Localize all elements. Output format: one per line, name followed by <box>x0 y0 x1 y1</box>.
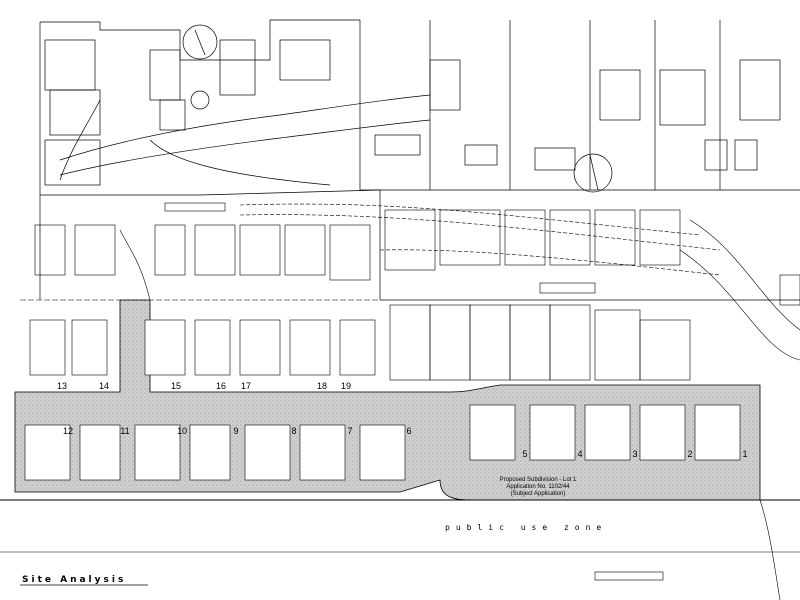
existing-neighbourhood <box>39 19 800 301</box>
east-lots <box>469 404 741 461</box>
lot-number-5: 5 <box>522 449 527 459</box>
lot-number-13: 13 <box>57 381 67 391</box>
site-boundary <box>0 299 800 600</box>
drawing-title: Site Analysis <box>22 575 126 585</box>
lot-number-8: 8 <box>291 426 296 436</box>
east-lot-numbers: 5 4 3 2 1 <box>522 449 747 459</box>
proposed-label-line1: Proposed Subdivision - Lot 1 <box>500 477 577 483</box>
proposed-label-line2: Application No. 1102/44 <box>506 484 570 490</box>
lot-number-10: 10 <box>177 426 187 436</box>
proposed-subdivision-label: Proposed Subdivision - Lot 1 Application… <box>500 477 577 497</box>
south-lots <box>24 424 406 481</box>
lot-number-11: 11 <box>120 426 129 436</box>
lot-number-6: 6 <box>406 426 411 436</box>
lot-number-12: 12 <box>63 426 73 436</box>
proposed-label-line3: (Subject Application) <box>511 491 566 497</box>
lot-number-18: 18 <box>317 381 327 391</box>
north-lots <box>29 319 376 376</box>
lot-number-7: 7 <box>347 426 352 436</box>
public-use-zone-label: public use zone <box>445 523 607 532</box>
existing-dwelling-row <box>34 202 800 381</box>
lot-number-3: 3 <box>632 449 637 459</box>
lot-number-17: 17 <box>241 381 251 391</box>
lot-number-19: 19 <box>341 381 351 391</box>
lot-number-15: 15 <box>171 381 181 391</box>
lot-number-2: 2 <box>687 449 692 459</box>
south-lot-numbers: 12 11 10 9 8 7 6 <box>63 426 412 436</box>
north-lot-numbers: 13 14 15 16 17 18 19 <box>57 381 351 391</box>
lot-number-14: 14 <box>99 381 109 391</box>
lot-number-1: 1 <box>742 449 747 459</box>
lot-number-4: 4 <box>577 449 582 459</box>
lot-number-9: 9 <box>233 426 238 436</box>
lot-number-16: 16 <box>216 381 226 391</box>
